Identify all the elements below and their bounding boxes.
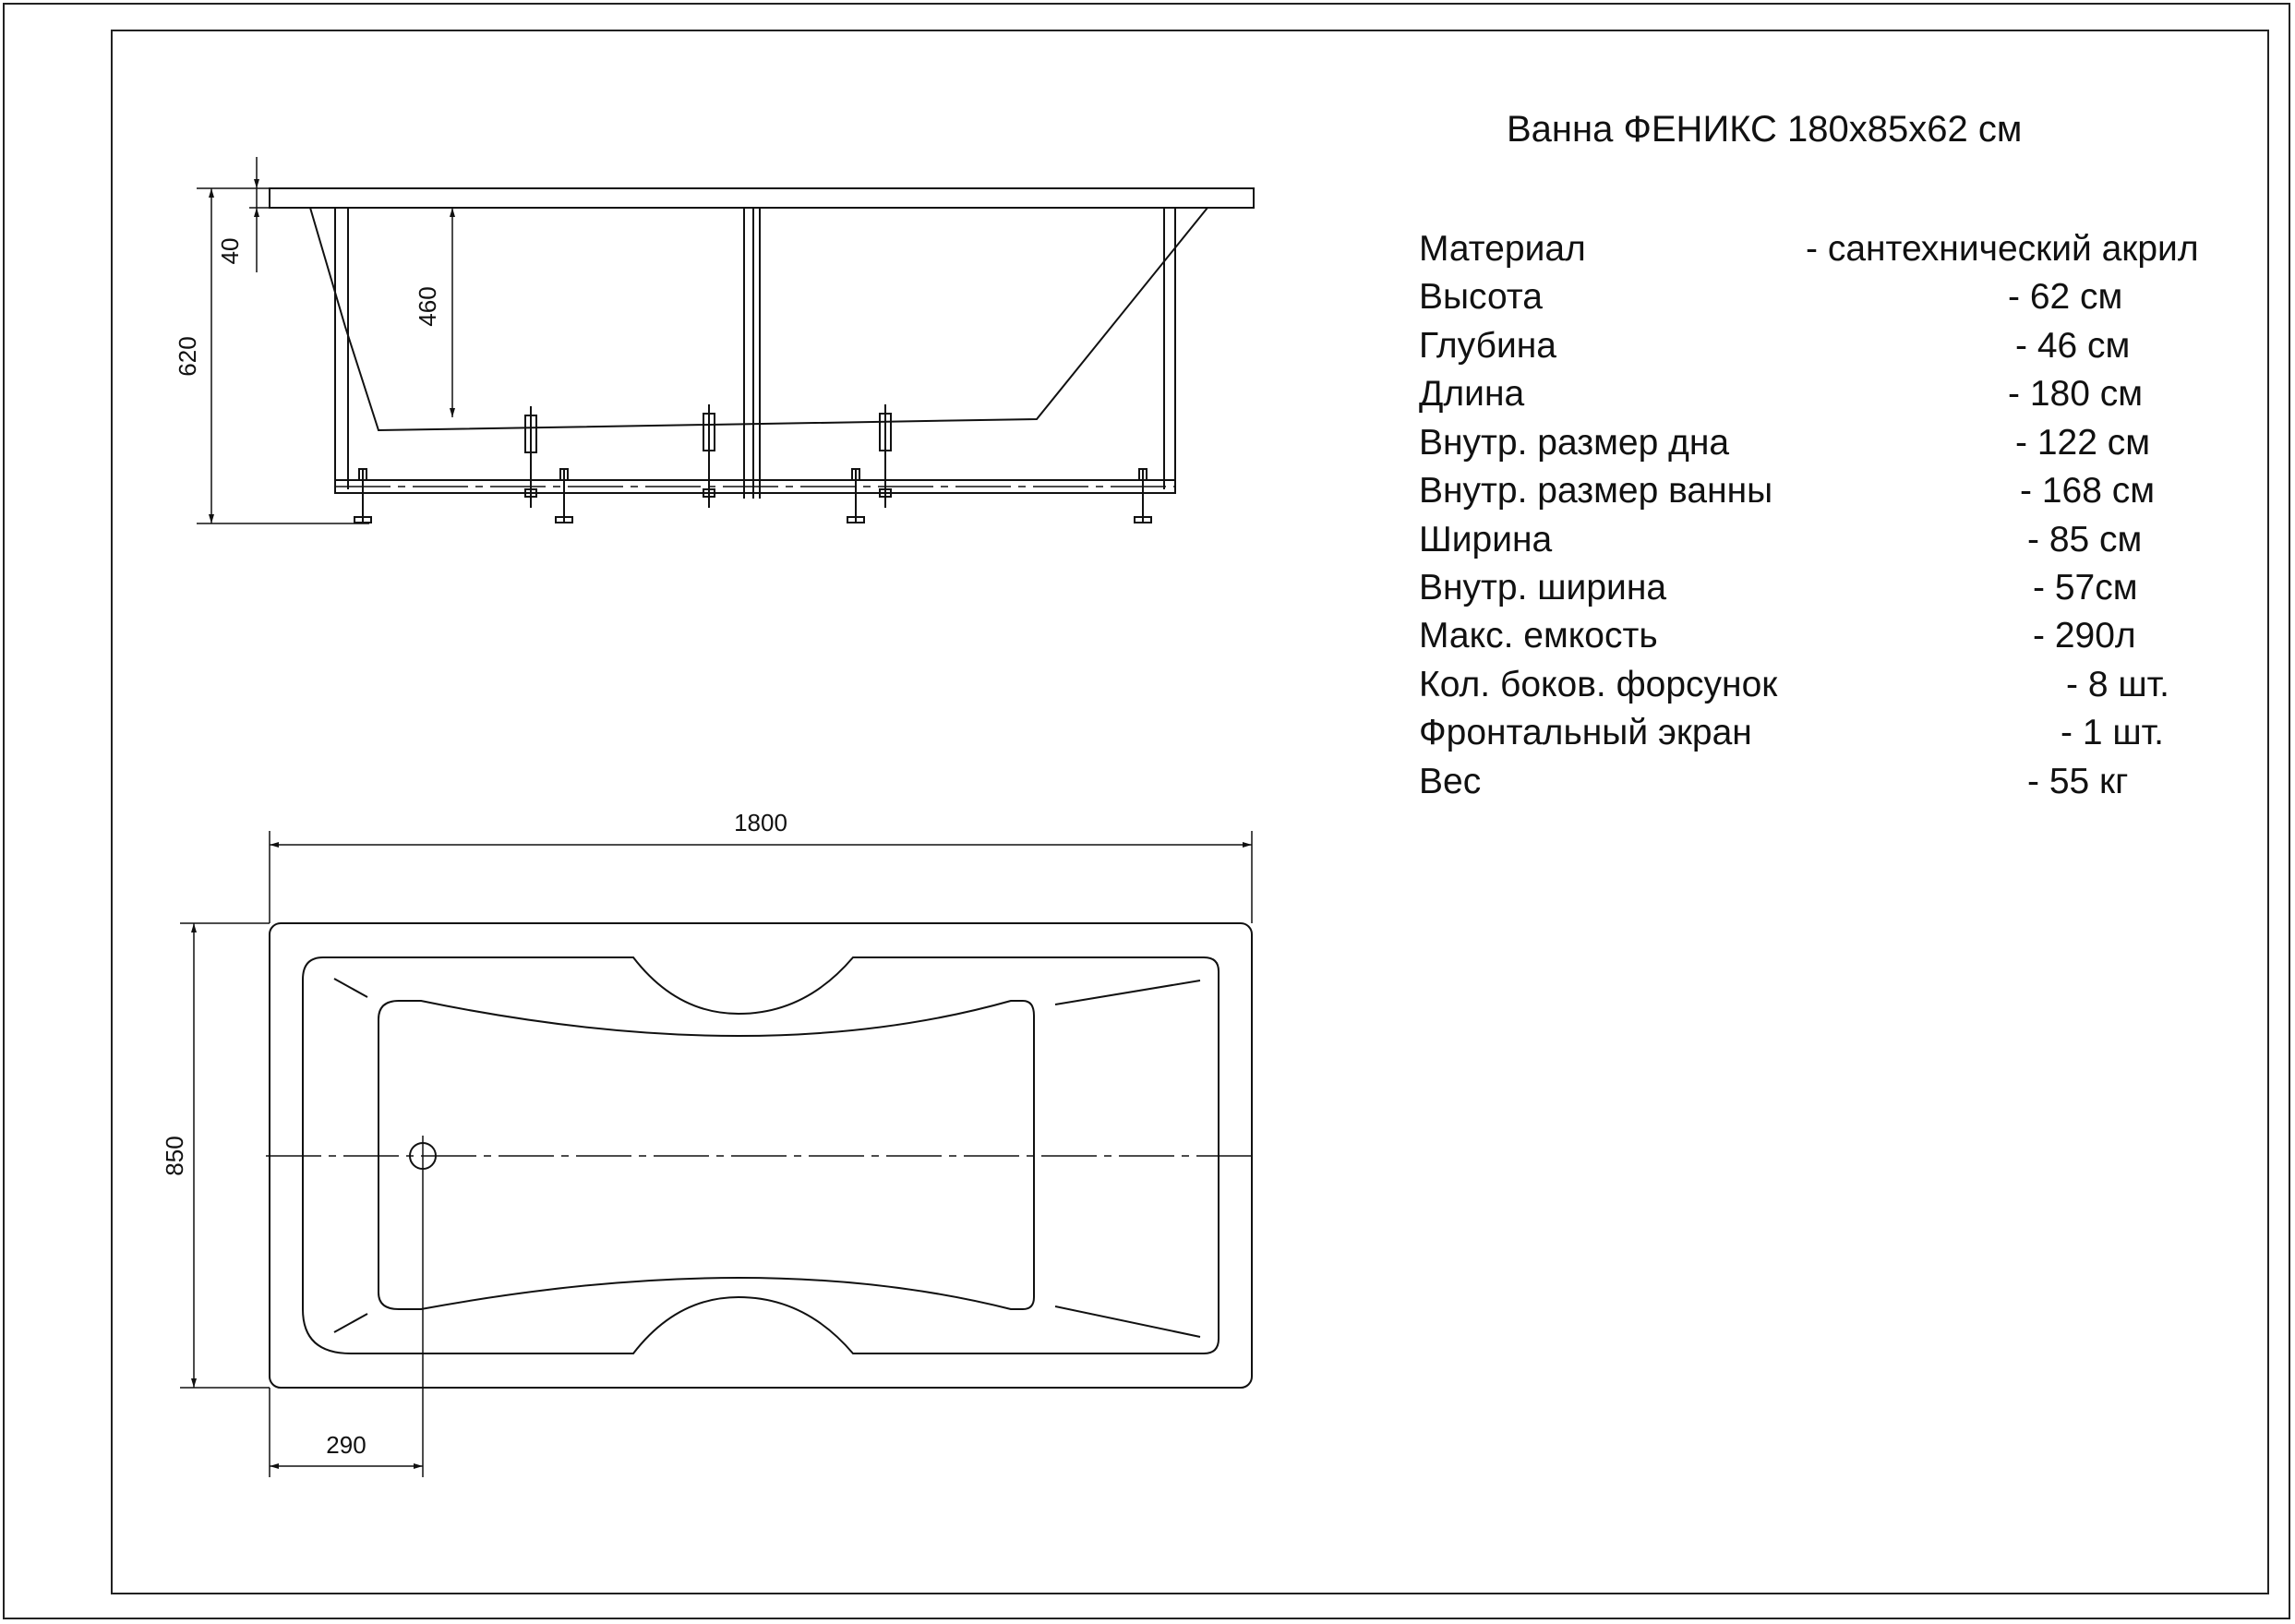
dim-height: 620 <box>174 336 201 376</box>
side-view <box>197 157 1255 524</box>
supports <box>524 404 892 508</box>
spec-label-capacity: Макс. емкость <box>1419 616 1658 656</box>
dim-length: 1800 <box>734 809 787 836</box>
spec-label-material: Материал <box>1419 229 1586 269</box>
spec-label-bottom-size: Внутр. размер дна <box>1419 423 1730 463</box>
spec-value-inner-width: - 57см <box>2033 568 2138 607</box>
product-title: Ванна ФЕНИКС 180х85х62 см <box>1507 109 2023 150</box>
spec-value-bottom-size: - 122 см <box>2015 423 2151 463</box>
spec-value-height: - 62 см <box>2008 277 2123 317</box>
spec-label-inner-size: Внутр. размер ванны <box>1419 471 1773 511</box>
spec-label-front-panel: Фронтальный экран <box>1419 713 1752 752</box>
spec-value-front-panel: - 1 шт. <box>2061 713 2165 752</box>
dim-depth: 460 <box>414 286 441 326</box>
outer-frame <box>3 3 2290 1619</box>
spec-value-width: - 85 см <box>2027 520 2143 559</box>
spec-value-capacity: - 290л <box>2033 616 2136 656</box>
inner-frame <box>111 30 2269 1594</box>
legs <box>354 468 1152 523</box>
dim-rim-thickness: 40 <box>216 238 244 265</box>
spec-label-depth: Глубина <box>1419 326 1556 366</box>
top-view <box>180 831 1256 1477</box>
dim-width: 850 <box>161 1136 188 1175</box>
dim-drain-offset: 290 <box>326 1431 366 1459</box>
spec-label-inner-width: Внутр. ширина <box>1419 568 1667 607</box>
spec-label-length: Длина <box>1419 374 1525 414</box>
spec-label-jets: Кол. боков. форсунок <box>1419 665 1778 704</box>
bottom-outline <box>378 1000 1035 1310</box>
spec-value-jets: - 8 шт. <box>2066 665 2170 704</box>
spec-value-depth: - 46 см <box>2015 326 2131 366</box>
spec-label-weight: Вес <box>1419 762 1482 801</box>
spec-value-length: - 180 см <box>2008 374 2144 414</box>
spec-value-material: - сантехнический акрил <box>1806 229 2199 269</box>
tub-profile <box>309 207 1208 432</box>
spec-label-height: Высота <box>1419 277 1543 317</box>
spec-value-weight: - 55 кг <box>2027 762 2129 801</box>
basin-outline <box>302 956 1220 1354</box>
spec-value-inner-size: - 168 см <box>2020 471 2156 511</box>
rim <box>269 187 1255 209</box>
spec-label-width: Ширина <box>1419 520 1553 559</box>
